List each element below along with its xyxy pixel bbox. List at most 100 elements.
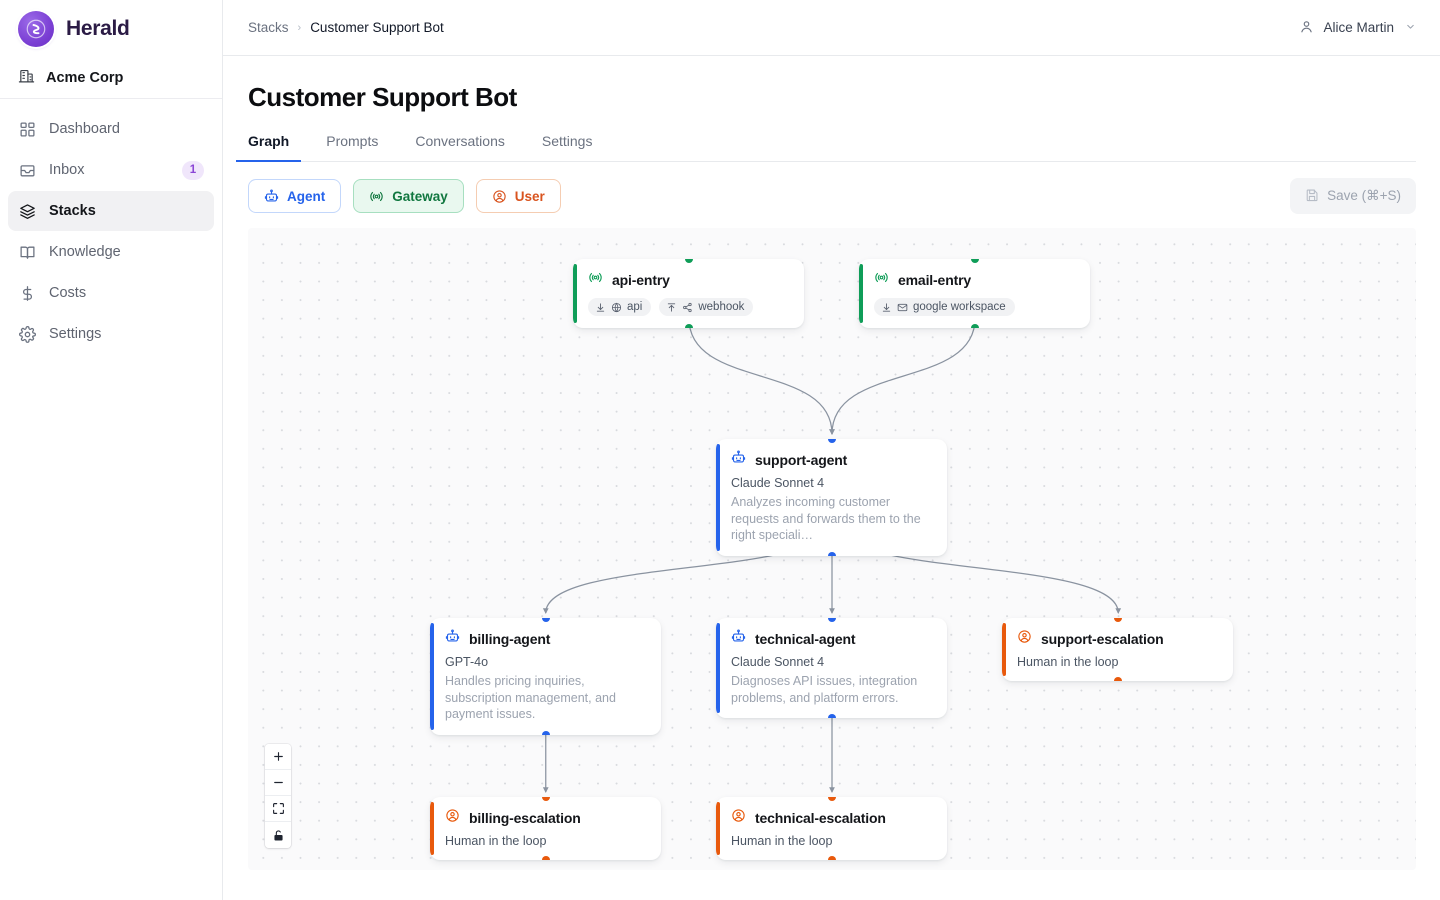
sidebar-item-label: Knowledge xyxy=(49,244,121,260)
zoom-out-button[interactable] xyxy=(265,770,291,796)
sidebar: Herald Acme Corp Dashboar xyxy=(0,0,223,900)
node-title: support-escalation xyxy=(1041,631,1164,647)
node-title: api-entry xyxy=(612,272,670,288)
palette-add-agent-button[interactable]: Agent xyxy=(248,179,342,213)
org-name: Acme Corp xyxy=(46,69,124,86)
graph-edge-api-entry-to-support-agent[interactable] xyxy=(688,317,835,436)
brand[interactable]: Herald xyxy=(0,0,222,57)
building-icon xyxy=(18,67,35,89)
herald-logo-icon xyxy=(18,10,54,47)
palette-add-gateway-button[interactable]: Gateway xyxy=(353,179,464,213)
node-header: email-entry xyxy=(874,270,1075,290)
node-port-source[interactable] xyxy=(541,856,550,860)
node-title: support-agent xyxy=(755,452,848,468)
node-title: technical-agent xyxy=(755,631,856,647)
tab-bar: Graph Prompts Conversations Settings xyxy=(236,133,1416,162)
node-model: Human in the loop xyxy=(1017,655,1119,669)
sidebar-item-dashboard[interactable]: Dashboard xyxy=(8,109,214,149)
zoom-in-button[interactable] xyxy=(265,744,291,770)
breadcrumb-parent[interactable]: Stacks xyxy=(248,20,289,35)
node-port-source[interactable] xyxy=(1113,677,1122,681)
node-badge: webhook xyxy=(659,298,754,316)
user-circle-icon xyxy=(1017,629,1032,649)
main-content: Stacks › Customer Support Bot Alice Mart… xyxy=(223,0,1440,900)
node-port-target[interactable] xyxy=(827,618,836,622)
node-port-target[interactable] xyxy=(970,259,979,263)
sidebar-item-stacks[interactable]: Stacks xyxy=(8,191,214,231)
node-title: email-entry xyxy=(898,272,972,288)
sidebar-item-costs[interactable]: Costs xyxy=(8,273,214,313)
tab-settings[interactable]: Settings xyxy=(541,133,593,149)
user-menu[interactable]: Alice Martin xyxy=(1299,19,1416,37)
node-port-source[interactable] xyxy=(827,551,836,556)
breadcrumb: Stacks › Customer Support Bot xyxy=(248,20,444,35)
node-port-source[interactable] xyxy=(827,856,836,860)
node-header: billing-escalation xyxy=(445,808,646,828)
node-port-target[interactable] xyxy=(827,797,836,801)
sidebar-item-label: Settings xyxy=(49,326,102,342)
sidebar-item-label: Costs xyxy=(49,285,87,301)
node-badge: api xyxy=(588,298,652,316)
arrow-up-icon xyxy=(666,302,677,313)
sidebar-item-inbox[interactable]: Inbox 1 xyxy=(8,150,214,190)
node-palette: Agent Gateway xyxy=(248,179,561,213)
node-port-source[interactable] xyxy=(827,714,836,719)
lock-toggle-button[interactable] xyxy=(265,822,291,848)
save-button[interactable]: Save (⌘+S) xyxy=(1290,178,1416,214)
inbox-unread-badge: 1 xyxy=(182,160,204,180)
person-icon xyxy=(1299,19,1314,37)
sidebar-nav: Dashboard Inbox 1 xyxy=(0,109,222,354)
inbox-icon xyxy=(18,161,36,179)
sidebar-item-knowledge[interactable]: Knowledge xyxy=(8,232,214,272)
graph-canvas[interactable]: api-entry api webhook email-entry google wor… xyxy=(248,228,1416,870)
node-header: support-escalation xyxy=(1017,629,1218,649)
node-model: Human in the loop xyxy=(731,834,833,848)
arrow-down-icon xyxy=(595,302,606,313)
breadcrumb-separator-icon: › xyxy=(297,21,302,34)
node-port-source[interactable] xyxy=(541,730,550,735)
node-port-target[interactable] xyxy=(1113,618,1122,622)
tab-graph[interactable]: Graph xyxy=(236,133,302,162)
node-port-target[interactable] xyxy=(541,797,550,801)
page-header: Customer Support Bot Graph Prompts Conve… xyxy=(223,56,1440,162)
arrow-down-icon xyxy=(881,302,892,313)
robot-icon xyxy=(731,450,746,470)
graph-node-email-entry[interactable]: email-entry google workspace xyxy=(859,259,1090,328)
save-disk-icon xyxy=(1305,188,1319,205)
node-model: GPT-4o xyxy=(445,655,489,669)
fit-view-button[interactable] xyxy=(265,796,291,822)
node-description: Analyzes incoming customer requests and … xyxy=(731,495,921,543)
node-port-source[interactable] xyxy=(684,324,693,328)
sidebar-item-label: Stacks xyxy=(49,203,96,219)
org-switcher[interactable]: Acme Corp xyxy=(0,57,222,99)
palette-add-user-button[interactable]: User xyxy=(475,179,561,213)
node-model: Claude Sonnet 4 xyxy=(731,476,825,490)
tab-conversations[interactable]: Conversations xyxy=(415,133,505,149)
node-title: billing-agent xyxy=(469,631,551,647)
node-header: technical-agent xyxy=(731,629,932,649)
node-description: Diagnoses API issues, integration proble… xyxy=(731,674,918,705)
chevron-down-icon xyxy=(1405,21,1416,35)
sidebar-item-label: Dashboard xyxy=(49,121,120,137)
node-badge-label: webhook xyxy=(698,301,745,313)
layers-icon xyxy=(18,202,36,220)
node-port-target[interactable] xyxy=(541,618,550,622)
graph-node-api-entry[interactable]: api-entry api webhook xyxy=(573,259,804,328)
canvas-zoom-controls xyxy=(265,744,291,848)
sidebar-item-settings[interactable]: Settings xyxy=(8,314,214,354)
robot-icon xyxy=(731,629,746,649)
node-port-target[interactable] xyxy=(827,439,836,443)
node-port-source[interactable] xyxy=(970,324,979,328)
node-badges: google workspace xyxy=(874,298,1075,316)
node-port-target[interactable] xyxy=(684,259,693,263)
graph-edge-email-entry-to-support-agent[interactable] xyxy=(829,317,976,436)
graph-toolbar: Agent Gateway xyxy=(223,162,1440,228)
tab-prompts[interactable]: Prompts xyxy=(326,133,379,149)
node-title: billing-escalation xyxy=(469,810,581,826)
